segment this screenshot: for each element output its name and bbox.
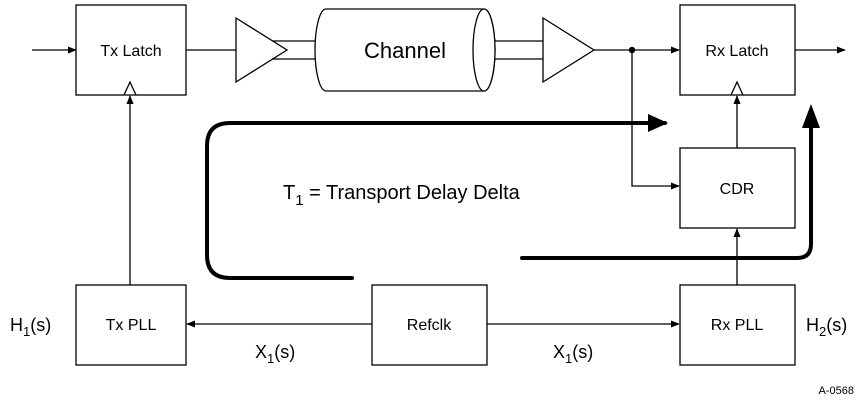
cdr-block: CDR	[679, 147, 796, 229]
x1-left-label: X1(s)	[255, 342, 295, 366]
rx-receiver-triangle	[542, 16, 596, 84]
rx-side-delay-path	[520, 108, 813, 260]
x1-right-label: X1(s)	[553, 342, 593, 366]
rx-latch-label: Rx Latch	[705, 43, 768, 60]
tx-driver-triangle	[235, 16, 289, 84]
rx-pll-label: Rx PLL	[711, 317, 764, 334]
cdr-label: CDR	[720, 181, 755, 198]
transport-delay-label: T1 = Transport Delay Delta	[283, 182, 521, 209]
h1-label: H1(s)	[10, 315, 51, 339]
rx-latch-block: Rx Latch	[679, 4, 796, 96]
tx-side-delay-path	[205, 121, 667, 280]
channel-label: Channel	[364, 38, 446, 63]
tx-latch-label: Tx Latch	[100, 43, 161, 60]
h2-label: H2(s)	[806, 315, 847, 339]
figure-id: A-0568	[819, 385, 854, 397]
refclk-block: Refclk	[371, 284, 488, 366]
rx-side-delay-arrowhead	[802, 104, 820, 128]
refclk-label: Refclk	[407, 317, 452, 334]
tx-latch-block: Tx Latch	[75, 4, 187, 96]
data-to-cdr-wire	[631, 50, 680, 190]
tx-pll-block: Tx PLL	[75, 284, 187, 366]
tx-pll-label: Tx PLL	[106, 317, 157, 334]
rx-pll-block: Rx PLL	[679, 284, 796, 366]
tx-latch-clock-input	[123, 80, 137, 96]
tx-side-delay-arrowhead	[648, 114, 668, 132]
rx-latch-clock-input	[730, 80, 744, 96]
channel-block: Channel	[314, 8, 496, 92]
